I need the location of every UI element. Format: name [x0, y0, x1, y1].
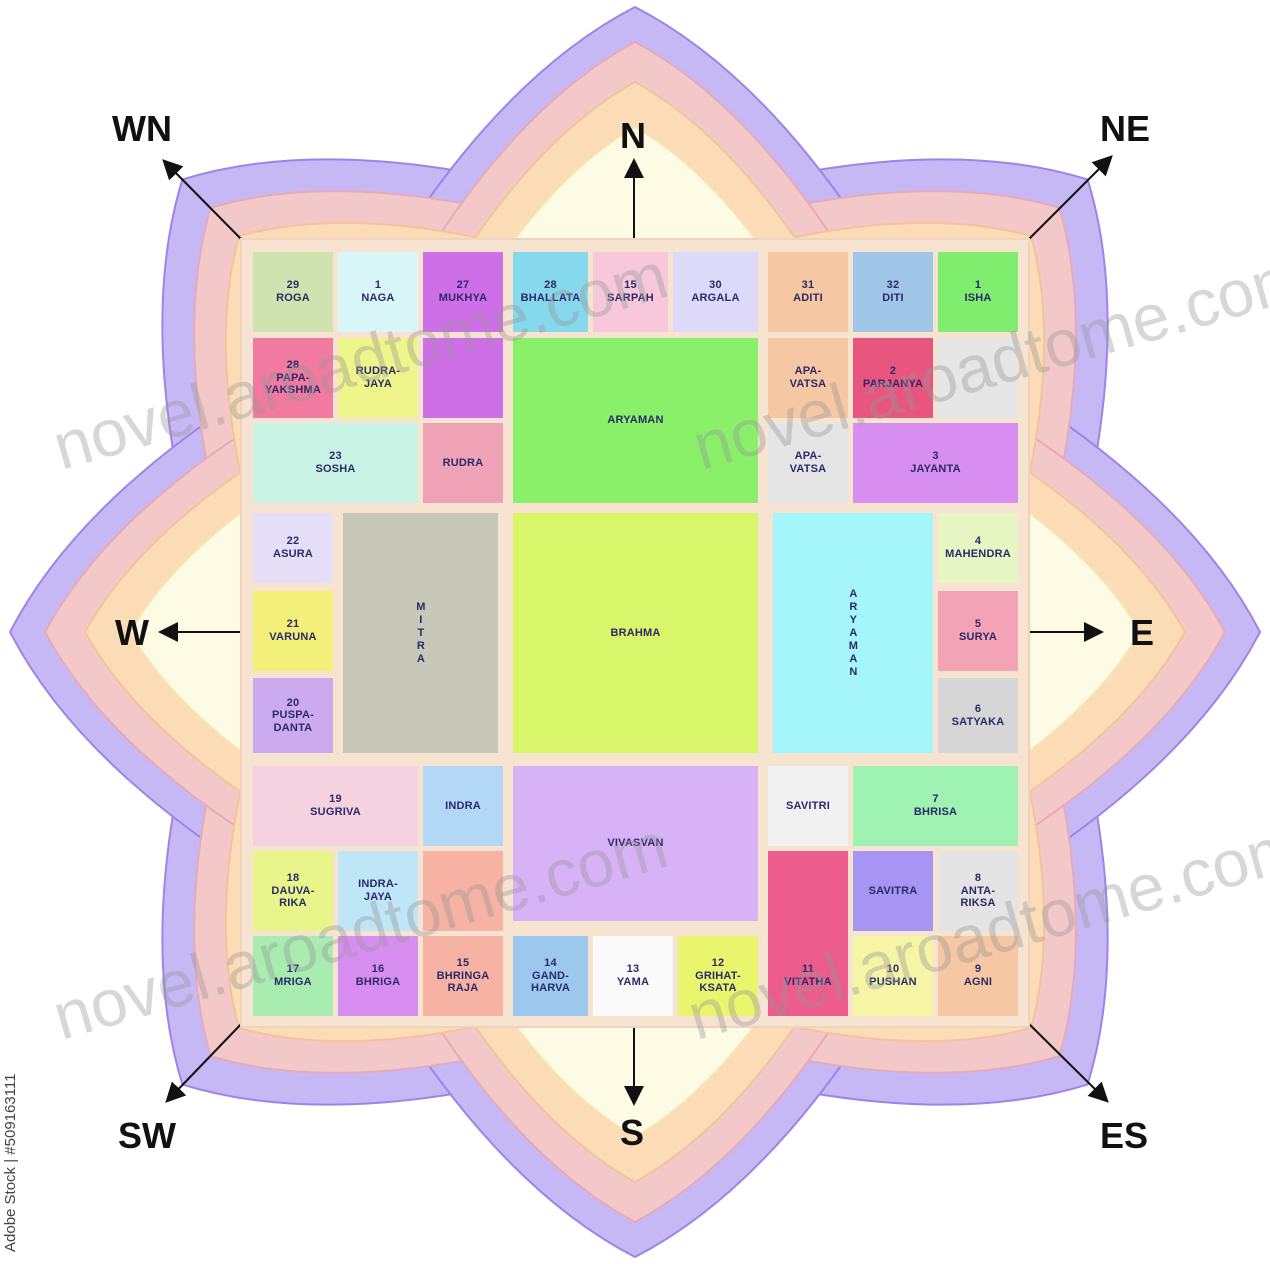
direction-label-west: W: [115, 612, 149, 654]
deity-cell-c21: BRAHMA: [513, 513, 758, 753]
deity-cell-c18: 3 JAYANTA: [853, 423, 1018, 503]
deity-cell-c17: APA- VATSA: [768, 423, 848, 503]
deity-cell-c28: 19 SUGRIVA: [253, 766, 418, 846]
deity-cell-c40: 14 GAND- HARVA: [513, 936, 588, 1016]
deity-cell-c39: 15 BHRINGA RAJA: [423, 936, 503, 1016]
deity-cell-c6: 30 ARGALA: [673, 252, 758, 332]
deity-cell-c13: 2 PARJANYA: [853, 338, 933, 418]
grid-filler-cell: [938, 338, 1018, 418]
direction-label-east: E: [1130, 612, 1154, 654]
deity-cell-c30: VIVASVAN: [513, 766, 758, 921]
deity-cell-c31: SAVITRI: [768, 766, 848, 846]
deity-cell-c25: 5 SURYA: [938, 591, 1018, 671]
deity-cell-c36: 8 ANTA- RIKSA: [938, 851, 1018, 931]
direction-label-north: N: [620, 115, 646, 157]
deity-cell-c26: 20 PUSPA- DANTA: [253, 678, 333, 753]
direction-label-south: S: [620, 1112, 644, 1154]
deity-cell-c45: 9 AGNI: [938, 936, 1018, 1016]
deity-cell-c32: 7 BHRISA: [853, 766, 1018, 846]
deity-cell-c34: INDRA- JAYA: [338, 851, 418, 931]
deity-cell-c1: 29 ROGA: [253, 252, 333, 332]
deity-cell-c19: 22 ASURA: [253, 513, 333, 583]
deity-cell-c11: RUDRA- JAYA: [338, 338, 418, 418]
deity-cell-c35: SAVITRA: [853, 851, 933, 931]
deity-cell-c10: 28 PAPA- YAKSHMA: [253, 338, 333, 418]
direction-label-southeast: ES: [1100, 1115, 1148, 1157]
deity-cell-c5: 15 SARPAH: [593, 252, 668, 332]
deity-cell-c2: 1 NAGA: [338, 252, 418, 332]
deity-cell-c8: 32 DITI: [853, 252, 933, 332]
deity-cell-c3: 27 MUKHYA: [423, 252, 503, 332]
deity-cell-c9: 1 ISHA: [938, 252, 1018, 332]
deity-cell-c44: 10 PUSHAN: [853, 936, 933, 1016]
deity-cell-c29: INDRA: [423, 766, 503, 846]
direction-label-northeast: NE: [1100, 108, 1150, 150]
deity-cell-c37: 17 MRIGA: [253, 936, 333, 1016]
deity-cell-c24: 21 VARUNA: [253, 591, 333, 671]
deity-cell-c12: APA- VATSA: [768, 338, 848, 418]
deity-cell-c38: 16 BHRIGA: [338, 936, 418, 1016]
deity-cell-c22: ARYAMAN: [773, 513, 933, 753]
deity-cell-c15: RUDRA: [423, 423, 503, 503]
grid-filler-cell: [423, 338, 503, 418]
deity-cell-c7: 31 ADITI: [768, 252, 848, 332]
deity-cell-c43: 11 VITATHA: [768, 936, 848, 1016]
grid-filler-cell: [423, 851, 503, 931]
direction-label-southwest: SW: [118, 1115, 176, 1157]
deity-cell-c33: 18 DAUVA- RIKA: [253, 851, 333, 931]
deity-cell-c41: 13 YAMA: [593, 936, 673, 1016]
deity-cell-c20: MITRA: [343, 513, 498, 753]
stock-credit: Adobe Stock | #509163111: [2, 1074, 19, 1252]
deity-cell-c4: 28 BHALLATA: [513, 252, 588, 332]
deity-cell-c14: 23 SOSHA: [253, 423, 418, 503]
deity-cell-c23: 4 MAHENDRA: [938, 513, 1018, 583]
deity-cell-c42: 12 GRIHAT- KSATA: [678, 936, 758, 1016]
direction-label-northwest: WN: [112, 108, 172, 150]
deity-cell-c27: 6 SATYAKA: [938, 678, 1018, 753]
deity-cell-c16: ARYAMAN: [513, 338, 758, 503]
